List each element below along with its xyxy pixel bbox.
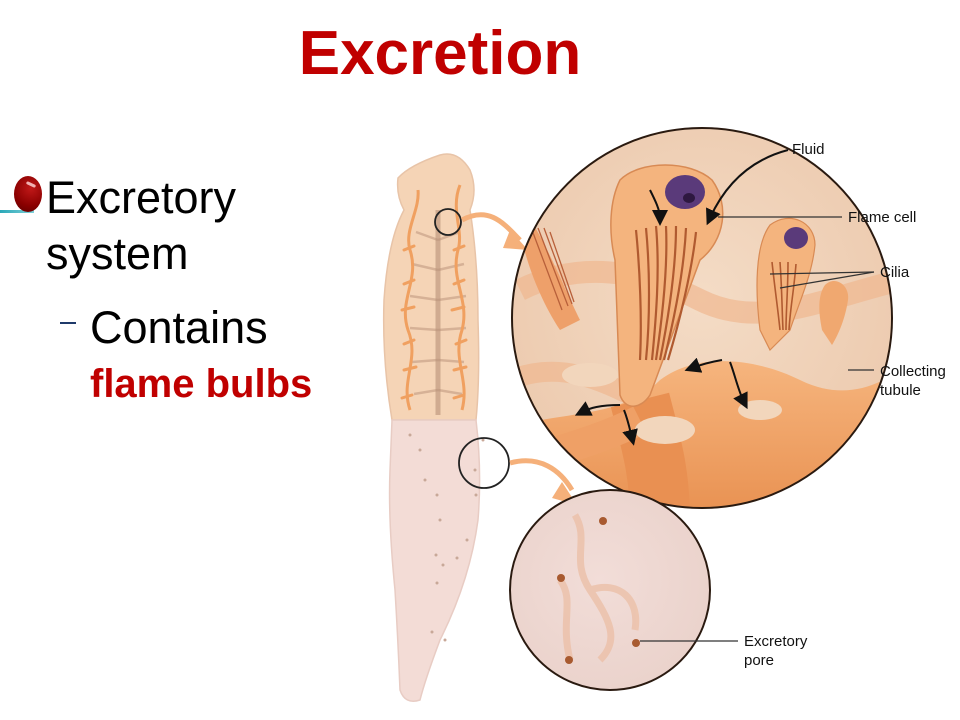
flame-cell-magnified-view	[511, 127, 893, 509]
bullet-text-excretory-system: Excretory system	[46, 172, 237, 279]
leader-lines	[640, 216, 875, 642]
label-excretory-pore: Excretory pore	[744, 633, 808, 669]
excretory-pore-magnified-view	[509, 489, 711, 691]
label-flame-cell: Flame cell	[848, 209, 917, 226]
dash-bullet-icon	[60, 322, 76, 324]
sub-bullet-text: Contains	[90, 302, 268, 353]
bullet-underline-decoration	[0, 210, 34, 213]
red-sphere-bullet-icon	[14, 176, 42, 212]
label-fluid: Fluid	[792, 141, 825, 158]
sub-bullet: Contains flame bulbs	[90, 300, 390, 412]
label-cilia: Cilia	[880, 264, 910, 281]
label-collecting-tubule: Collecting tubule	[880, 363, 946, 399]
highlight-flame-bulbs: flame bulbs	[90, 362, 313, 406]
slide-title: Excretion	[298, 19, 582, 88]
planarian-body-icon	[382, 153, 510, 702]
